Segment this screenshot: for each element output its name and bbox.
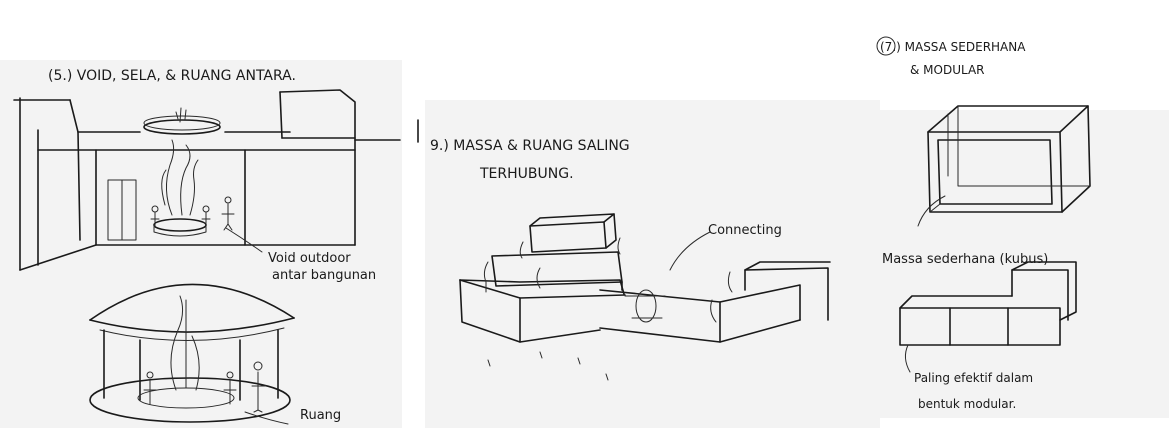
sketch-9-annotation: Connecting	[708, 223, 782, 238]
sketch-7-modular: (7.) MASSA SEDERHANA & MODULAR Massa sed…	[876, 36, 1091, 411]
cube-frame-drawing	[917, 105, 1091, 227]
paper-patch-right	[875, 110, 1169, 418]
sketch-5-void: (5.) VOID, SELA, & RUANG ANTARA.	[13, 68, 401, 425]
sketch-5-annotation-line2: antar bangunan	[272, 268, 376, 283]
sketch-9-connected: 9.) MASSA & RUANG SALING TERHUBUNG. Conn…	[417, 119, 831, 381]
sketch-5-annotation-line1: Void outdoor	[268, 251, 351, 266]
sketch-7-title-line2: & MODULAR	[910, 63, 985, 77]
sketch-5-annotation-bottom: Ruang	[300, 408, 341, 423]
sketch-7-annotation-cube: Massa sederhana (kubus)	[882, 252, 1048, 267]
sketch-9-title-line1: 9.) MASSA & RUANG SALING	[430, 138, 630, 154]
modular-blocks-drawing	[899, 261, 1077, 373]
sketch-7-annotation-line2: bentuk modular.	[918, 397, 1016, 411]
stepped-massing-drawing	[459, 213, 831, 381]
void-building-drawing	[13, 89, 401, 271]
paper-patch-left	[0, 60, 402, 428]
sketch-7-number-circle	[876, 36, 896, 56]
sketch-7-annotation-line1: Paling efektif dalam	[914, 371, 1033, 385]
paper-patch-middle	[425, 100, 880, 428]
sketch-5-title: (5.) VOID, SELA, & RUANG ANTARA.	[48, 68, 296, 84]
sketch-9-title-line2: TERHUBUNG.	[479, 166, 574, 182]
pavilion-drawing	[89, 283, 295, 425]
sketch-7-title-line1: (7.) MASSA SEDERHANA	[880, 40, 1026, 54]
